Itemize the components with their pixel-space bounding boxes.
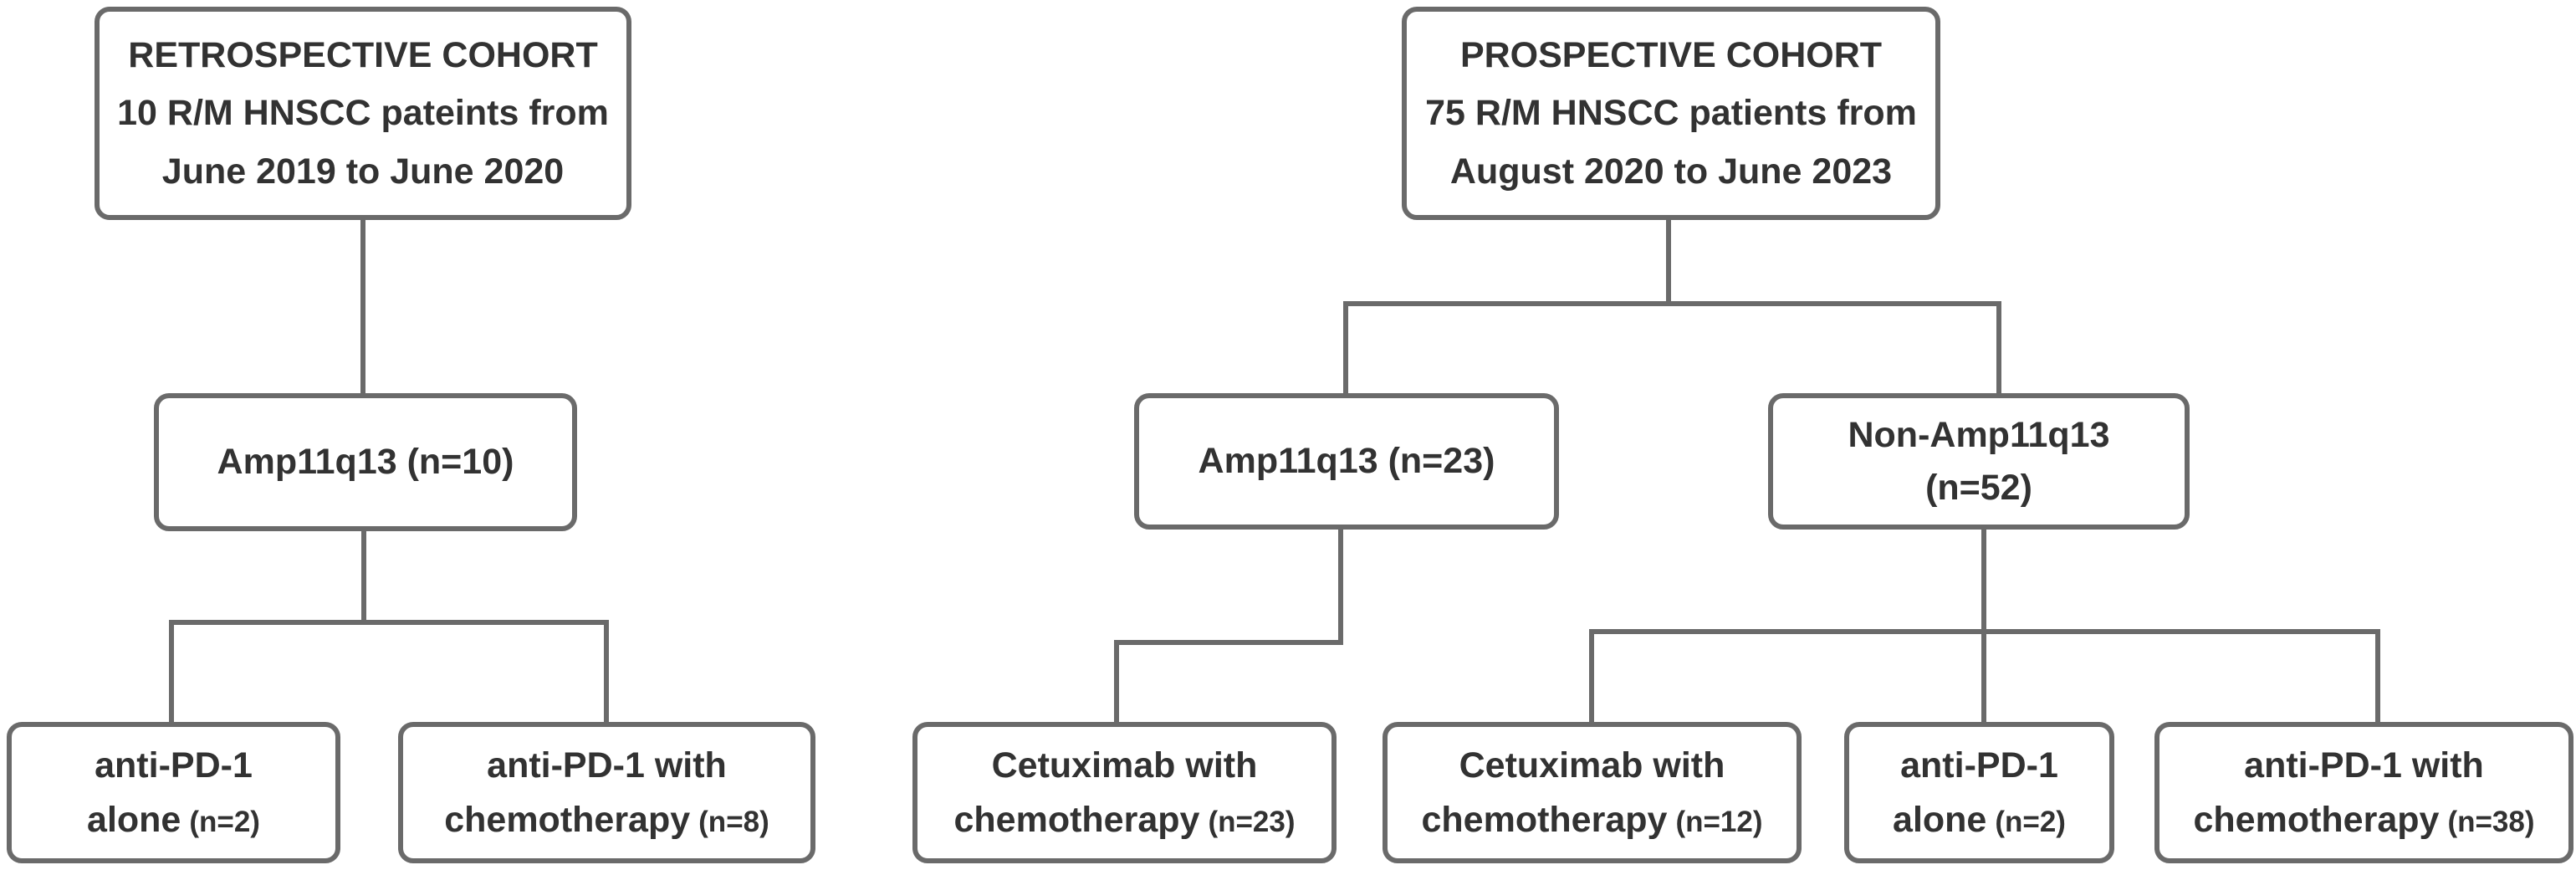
pro-cetuximab-nonamp-line2: chemotherapy	[1421, 799, 1668, 840]
connector-pro-branch-amp	[1343, 301, 1348, 393]
box-retro-amp11q13: Amp11q13 (n=10)	[154, 393, 577, 531]
retro-anti-pd1-chemo-n: (n=8)	[698, 805, 769, 838]
pro-anti-pd1-alone-line2: alone	[1893, 799, 1987, 840]
connector-pro-nonamp-branch-chemo	[2375, 629, 2380, 722]
pro-anti-pd1-chemo-line2: chemotherapy	[2193, 799, 2440, 840]
box-pro-cetuximab-chemo-amp: Cetuximab with chemotherapy(n=23)	[912, 722, 1337, 863]
box-prospective-root: PROSPECTIVE COHORT 75 R/M HNSCC patients…	[1402, 7, 1940, 220]
connector-pro-amp-elbow-bar	[1114, 640, 1343, 645]
box-pro-anti-pd1-chemo: anti-PD-1 with chemotherapy(n=38)	[2154, 722, 2573, 863]
retro-anti-pd1-alone-line1: anti-PD-1	[95, 745, 253, 786]
connector-pro-branch-nonamp	[1996, 301, 2001, 393]
box-pro-non-amp11q13: Non-Amp11q13 (n=52)	[1768, 393, 2190, 530]
connector-retro-amp-stem	[361, 530, 366, 625]
connector-pro-amp-stem	[1338, 530, 1343, 645]
retrospective-root-title: RETROSPECTIVE COHORT	[128, 34, 598, 75]
prospective-root-title: PROSPECTIVE COHORT	[1459, 34, 1883, 75]
retro-anti-pd1-chemo-line2: chemotherapy	[444, 799, 691, 840]
connector-pro-nonamp-stem	[1981, 530, 1986, 722]
retrospective-root-patients: 10 R/M HNSCC pateints from	[117, 93, 609, 134]
prospective-root-patients: 75 R/M HNSCC patients from	[1425, 93, 1917, 134]
retro-anti-pd1-alone-n: (n=2)	[189, 805, 260, 838]
connector-pro-split-bar	[1343, 301, 2001, 306]
connector-pro-nonamp-branch-cetuximab	[1589, 629, 1594, 722]
box-pro-amp11q13: Amp11q13 (n=23)	[1134, 393, 1559, 530]
pro-non-amp11q13-n: (n=52)	[1925, 467, 2032, 508]
connector-pro-root-stem	[1666, 220, 1671, 304]
pro-cetuximab-nonamp-line1: Cetuximab with	[1459, 745, 1725, 786]
connector-retro-branch-chemo	[604, 620, 609, 722]
pro-cetuximab-amp-line1: Cetuximab with	[991, 745, 1258, 786]
connector-retro-root-stem	[360, 220, 365, 393]
box-retro-anti-pd1-chemo: anti-PD-1 with chemotherapy(n=8)	[398, 722, 815, 863]
connector-retro-split-bar	[169, 620, 609, 625]
prospective-root-dates: August 2020 to June 2023	[1449, 151, 1893, 192]
pro-anti-pd1-alone-line1: anti-PD-1	[1900, 745, 2058, 786]
pro-amp11q13-label: Amp11q13 (n=23)	[1198, 441, 1495, 482]
connector-retro-branch-alone	[169, 620, 174, 722]
pro-cetuximab-amp-n: (n=23)	[1208, 805, 1296, 838]
connector-pro-amp-to-cetuximab	[1114, 640, 1119, 722]
retro-amp11q13-label: Amp11q13 (n=10)	[217, 442, 514, 483]
pro-cetuximab-amp-line2: chemotherapy	[953, 799, 1200, 840]
box-pro-cetuximab-chemo-nonamp: Cetuximab with chemotherapy(n=12)	[1383, 722, 1802, 863]
connector-pro-nonamp-split-bar	[1589, 629, 2380, 634]
box-retro-anti-pd1-alone: anti-PD-1 alone(n=2)	[7, 722, 340, 863]
box-pro-anti-pd1-alone: anti-PD-1 alone(n=2)	[1844, 722, 2114, 863]
pro-non-amp11q13-label: Non-Amp11q13	[1848, 415, 2110, 456]
pro-cetuximab-nonamp-n: (n=12)	[1675, 805, 1763, 838]
retro-anti-pd1-alone-line2: alone	[87, 799, 181, 840]
pro-anti-pd1-chemo-line1: anti-PD-1 with	[2244, 745, 2484, 786]
retrospective-root-dates: June 2019 to June 2020	[161, 151, 565, 192]
retro-anti-pd1-chemo-line1: anti-PD-1 with	[487, 745, 727, 786]
pro-anti-pd1-alone-n: (n=2)	[1995, 805, 2066, 838]
box-retrospective-root: RETROSPECTIVE COHORT 10 R/M HNSCC patein…	[95, 7, 631, 220]
pro-anti-pd1-chemo-n: (n=38)	[2447, 805, 2535, 838]
